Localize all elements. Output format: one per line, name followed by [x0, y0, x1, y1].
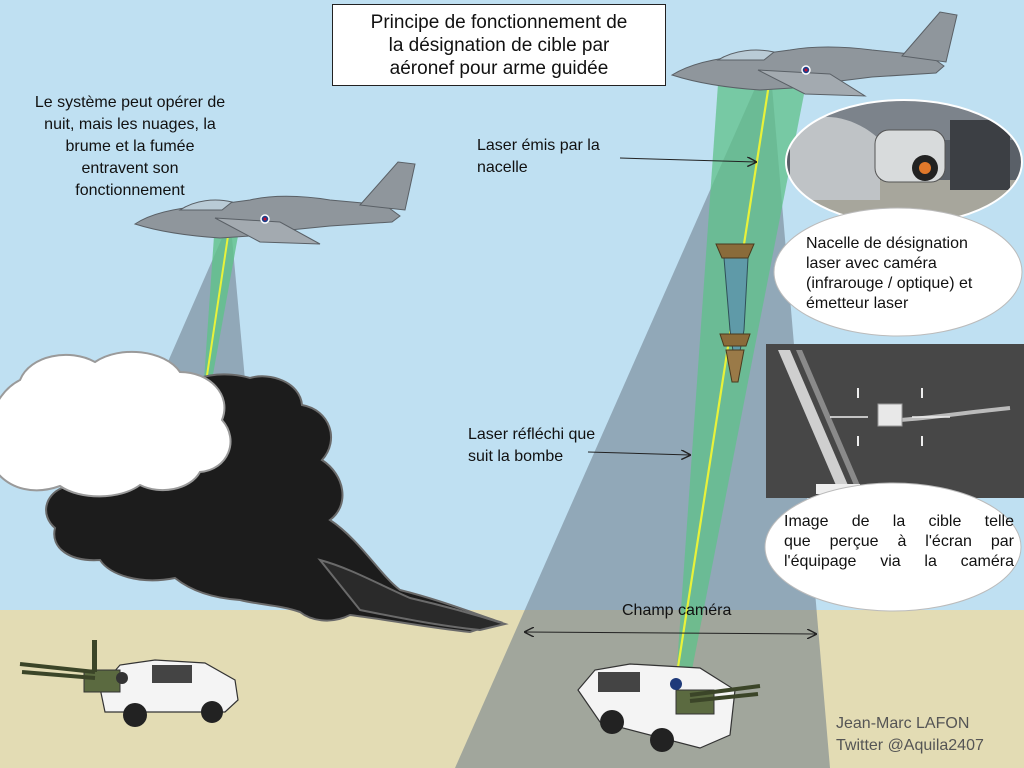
label-line: suit la bombe — [468, 448, 564, 465]
label-line: nacelle — [477, 159, 528, 176]
pod-description-oval — [773, 207, 1023, 337]
note-line: fonctionnement — [75, 182, 185, 199]
label-line: Laser réfléchi que — [468, 426, 596, 443]
rafale-left — [133, 161, 416, 245]
note-line: nuit, mais les nuages, la — [44, 116, 216, 133]
laser-glow-right — [676, 84, 806, 680]
label-line: Laser émis par la — [477, 137, 600, 154]
title-line: Principe de fonctionnement de — [370, 11, 628, 33]
author-twitter: Twitter @Aquila2407 — [836, 737, 984, 754]
pickup-truck-left — [19, 640, 239, 727]
diagram-title-box: Principe de fonctionnement de la désigna… — [332, 4, 666, 86]
pod-description-line: (infrarouge / optique) et — [806, 275, 973, 292]
title-line: la désignation de cible par — [388, 34, 610, 56]
note-line: brume et la fumée — [65, 138, 195, 155]
arrow-camera-field — [525, 632, 816, 634]
target-image-description: Image de la cible telle que perçue à l'é… — [784, 512, 1014, 572]
title-line: aéronef pour arme guidée — [389, 57, 609, 79]
label-camera-field: Champ caméra — [622, 602, 732, 619]
laser-beam-left — [205, 235, 229, 383]
label-laser-reflected: Laser réfléchi que suit la bombe — [468, 424, 595, 468]
pod-description-line: émetteur laser — [806, 295, 909, 312]
target-description-line: l'équipage via la caméra — [784, 553, 1014, 570]
arrow-laser-emitted — [619, 158, 756, 162]
target-description-line: que perçue à l'écran par — [784, 533, 1014, 550]
cloud — [0, 350, 232, 498]
pod-description: Nacelle de désignation laser avec caméra… — [806, 234, 1016, 314]
guided-bomb — [715, 243, 755, 383]
arrow-laser-reflected — [587, 452, 690, 455]
note-line: Le système peut opérer de — [34, 94, 226, 111]
target-description-oval — [764, 482, 1022, 612]
author-credit: Jean-Marc LAFON Twitter @Aquila2407 — [836, 713, 984, 757]
pod-photo — [785, 99, 1023, 225]
author-name: Jean-Marc LAFON — [836, 715, 970, 732]
target-description-line: Image de la cible telle — [784, 513, 1014, 530]
laser-beam-right — [674, 83, 771, 681]
note-line: entravent son — [81, 160, 179, 177]
pod-description-line: laser avec caméra — [806, 255, 937, 272]
pod-description-line: Nacelle de désignation — [806, 235, 968, 252]
label-laser-emitted: Laser émis par la nacelle — [477, 135, 600, 179]
rafale-right — [670, 11, 958, 97]
weather-limitation-note: Le système peut opérer de nuit, mais les… — [10, 92, 250, 202]
pickup-truck-target — [577, 663, 761, 752]
target-thermal-image — [766, 344, 1024, 498]
